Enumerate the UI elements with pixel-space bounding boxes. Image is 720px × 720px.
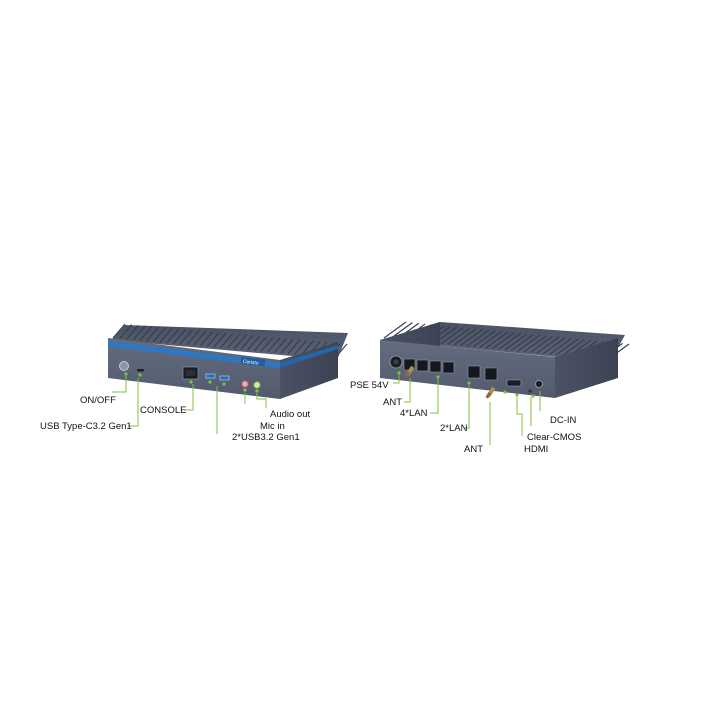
heatsink-fin [536,336,560,354]
rear-unit-heatsink [380,322,625,362]
heatsink-fin [274,338,287,353]
heatsink-fin [166,328,180,344]
heatsink-fin [441,327,464,345]
rear-unit [380,321,630,445]
usb3-port-1[interactable] [205,373,216,379]
label-on-off: ON/OFF [80,395,116,406]
label-clear-cmos: Clear-CMOS [527,432,582,443]
heatsink-fin [159,327,173,343]
heatsink-fin [472,330,496,348]
heatsink-fin [555,338,579,356]
label-hdmi: HDMI [524,444,549,455]
heatsink-fin [479,330,502,348]
heatsink-fin [146,326,160,342]
brand-badge [240,356,266,367]
heatsink-fin [112,323,126,339]
hdmi-port[interactable] [506,379,522,387]
heatsink-fin [300,340,314,356]
heatsink-fin [460,329,483,346]
heatsink-fin [126,324,139,340]
usb-type-c-port[interactable] [137,369,144,372]
label-usb3: 2*USB3.2 Gen1 [232,432,300,443]
front-callout-lines [112,376,267,434]
heatsink-fin [233,334,247,350]
front-unit-heatsink [111,325,348,360]
front-unit: Ceristo [108,323,348,434]
heatsink-fin [206,332,220,347]
label-lan2: 2*LAN [440,423,468,434]
antenna-connector-left[interactable] [404,365,415,378]
heatsink-fin [240,335,254,350]
mic-in-jack[interactable] [241,380,249,388]
heatsink-fin [173,329,186,344]
lan-port-2[interactable] [416,359,429,372]
heatsink-fin [504,333,528,351]
heatsink-fin [287,339,301,355]
heatsink-fin [294,340,308,355]
label-audio-out: Audio out [270,409,311,420]
lan2-port-1[interactable] [467,365,481,379]
heatsink-fin [213,332,227,348]
antenna-connector-bottom[interactable] [485,386,496,399]
heatsink-fin [517,334,541,352]
label-dc-in: DC-IN [550,415,577,426]
heatsink-fin [267,337,281,353]
heatsink-fin [466,329,490,347]
heatsink-fin [530,336,553,353]
front-unit-side [280,342,338,399]
label-ant-left: ANT [383,397,402,408]
label-pse: PSE 54V [350,380,389,391]
heatsink-fin [132,325,146,341]
lan2-port-2[interactable] [484,367,498,381]
front-callout-dots [124,372,259,393]
lan-port-3[interactable] [429,360,442,373]
heatsink-fin [226,333,240,349]
clear-cmos-button[interactable] [528,389,532,393]
heatsink-fin [186,330,200,346]
heatsink-fin [549,337,572,355]
heatsink-fin [260,336,274,352]
front-unit-fins [112,323,348,359]
label-console: CONSOLE [140,405,187,416]
rear-callout-dots [397,371,535,398]
label-lan4: 4*LAN [400,408,428,419]
dc-in-jack[interactable] [535,380,543,388]
heatsink-fin [179,329,193,345]
heatsink-fin [119,324,133,339]
heatsink-fin [453,328,477,346]
audio-out-jack[interactable] [253,381,261,389]
pse-connector-pin [393,359,399,365]
heatsink-fin [383,321,407,339]
heatsink-fin [193,330,207,346]
heatsink-fin [485,331,509,349]
label-ant-bottom: ANT [464,444,483,455]
front-blue-stripe [108,341,280,368]
heatsink-fin [280,338,294,354]
heatsink-fin [247,335,260,351]
rear-callout-lines [393,375,541,445]
front-blue-stripe-side [280,345,338,368]
heatsink-fin [523,335,547,353]
heatsink-fin [542,337,566,355]
label-mic-in: Mic in [260,421,285,432]
heatsink-fin [498,332,522,350]
heatsink-fin [200,331,213,347]
heatsink-fin [139,326,153,341]
heatsink-fin [491,332,515,350]
lan-port-4[interactable] [442,361,455,374]
heatsink-fin [253,336,267,352]
label-usb-type-c: USB Type-C3.2 Gen1 [40,421,132,432]
heatsink-fin [562,339,585,357]
usb3-port-2[interactable] [219,375,230,381]
heatsink-fin [220,333,234,349]
power-button[interactable] [119,361,129,371]
heatsink-fin [511,334,534,352]
console-port-inner [186,370,195,376]
rear-unit-right-side [555,338,618,398]
heatsink-fin [152,327,166,342]
heatsink-fin [447,327,471,345]
brand-badge-text: Ceristo [242,359,259,367]
